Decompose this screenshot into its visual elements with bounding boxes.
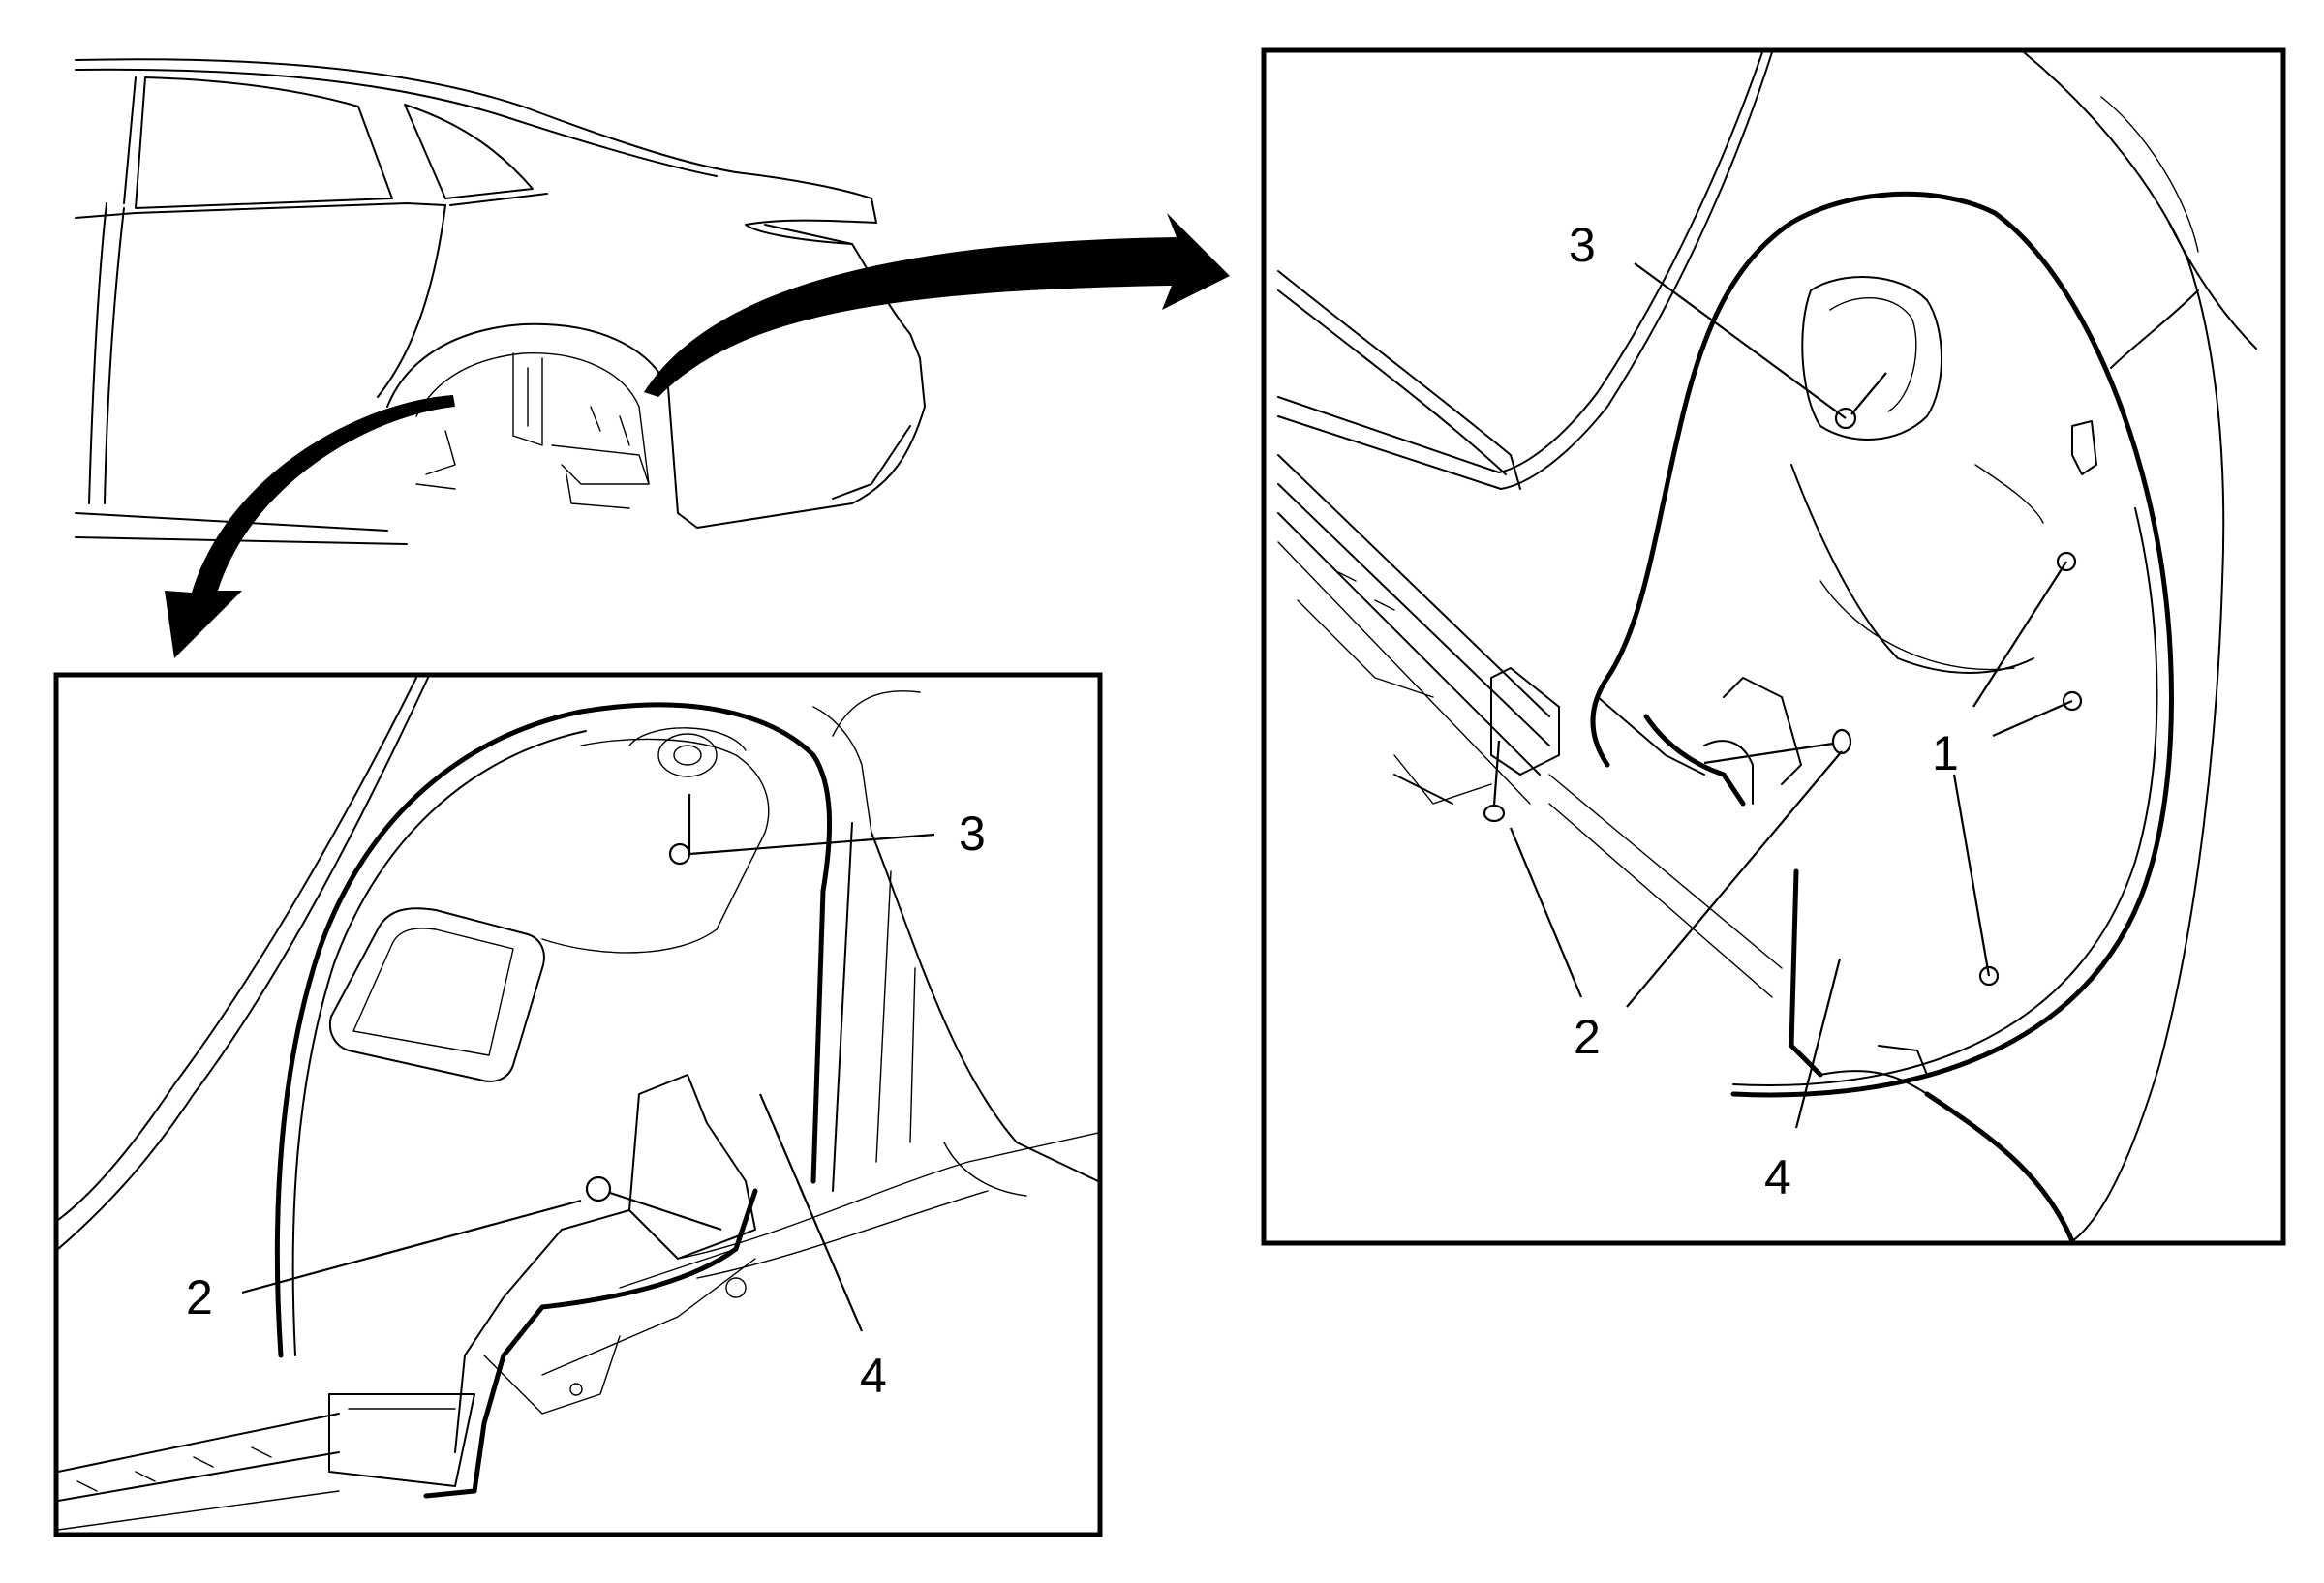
callout-4-left: 4: [860, 1349, 887, 1403]
callout-3-right: 3: [1569, 218, 1596, 272]
callout-1-right: 1: [1932, 726, 1959, 780]
callout-2-right: 2: [1574, 1010, 1601, 1064]
push-pin-2-left: [585, 1175, 612, 1202]
detail-view-right: 3 1 2 4: [1261, 47, 2286, 1246]
nut-3-left: [668, 842, 691, 866]
arrow-to-right-view: [644, 213, 1230, 397]
callout-4-right: 4: [1764, 1150, 1791, 1204]
detail-view-left: 3 2 4: [53, 672, 1103, 1537]
callout-2-left: 2: [186, 1270, 213, 1324]
arrow-to-left-view: [165, 395, 455, 658]
push-pin-2-right-a: [1831, 728, 1852, 755]
push-pin-2-right-b: [1483, 804, 1506, 823]
callout-3-left: 3: [959, 807, 986, 861]
